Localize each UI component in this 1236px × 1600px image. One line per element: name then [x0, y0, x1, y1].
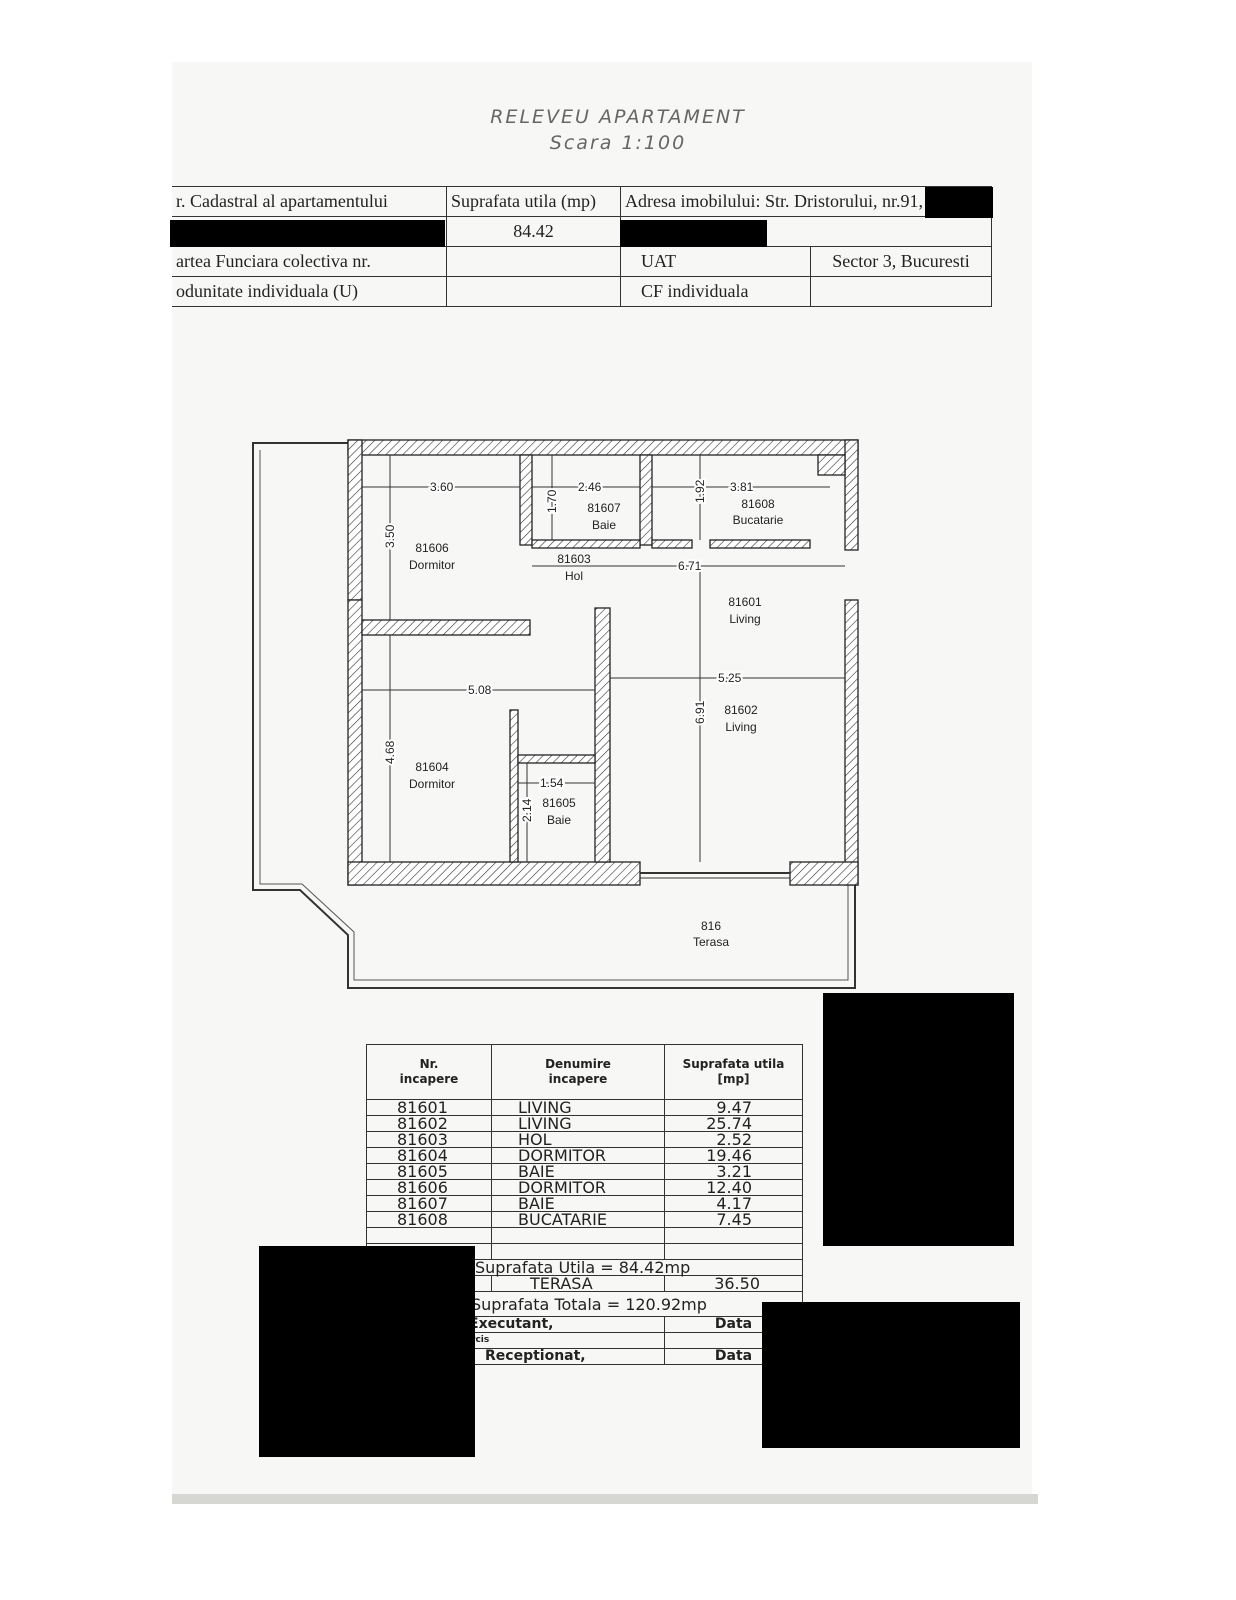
dim: 4.68: [383, 740, 397, 764]
redaction-box: [925, 187, 993, 218]
room-area: 7.45: [664, 1211, 803, 1228]
room-area: 4.17: [664, 1195, 803, 1212]
room-name: DORMITOR: [491, 1147, 665, 1164]
dim: 1.92: [693, 479, 707, 503]
room-name: BUCATARIE: [491, 1211, 665, 1228]
useful-area-total: Suprafata Utila = 84.42mp: [366, 1259, 803, 1276]
room-name: Living: [729, 612, 760, 626]
area-label: Suprafata utila (mp): [446, 186, 621, 217]
dim: 6.91: [693, 700, 707, 724]
dim: 1.70: [545, 489, 559, 513]
dim: 3.81: [730, 480, 754, 494]
room-nr: 81607: [366, 1195, 492, 1212]
room-nr: 81601: [366, 1099, 492, 1116]
uat-value: Sector 3, Bucuresti: [810, 246, 992, 277]
document-scale: Scara 1:100: [549, 132, 687, 154]
redaction-box: [259, 1246, 475, 1457]
room-labels: 81606 Dormitor 81607 Baie 81608 Bucatari…: [409, 497, 784, 949]
dim: 3.50: [383, 524, 397, 548]
col-header-name: Denumire incapere: [491, 1044, 665, 1100]
terrace-area: 36.50: [664, 1275, 803, 1292]
room-id: 816: [701, 919, 721, 933]
document-title: RELEVEU APARTAMENT: [490, 106, 746, 128]
room-name: Dormitor: [409, 558, 455, 572]
room-id: 81602: [724, 703, 758, 717]
room-name: Baie: [547, 813, 571, 827]
room-id: 81603: [557, 552, 591, 566]
redaction-box: [823, 993, 1014, 1246]
room-nr: 81604: [366, 1147, 492, 1164]
cf-individuala-label: CF individuala: [620, 276, 811, 307]
room-nr: 81606: [366, 1179, 492, 1196]
room-id: 81604: [415, 760, 449, 774]
dim: 6.71: [678, 559, 702, 573]
terrace-label: TERASA: [491, 1275, 665, 1292]
page-edge: [172, 1494, 1038, 1504]
dim: 1.54: [540, 776, 564, 790]
dim: 2.46: [578, 480, 602, 494]
room-name: Living: [725, 720, 756, 734]
room-id: 81608: [741, 497, 775, 511]
terrace-outline: [252, 442, 856, 989]
room-name: Hol: [565, 569, 583, 583]
dim: 3.60: [430, 480, 454, 494]
dim: 5.25: [718, 671, 742, 685]
cf-colectiva-label: artea Funciara colectiva nr.: [172, 246, 447, 277]
redaction-box: [762, 1302, 1020, 1448]
col-header-nr: Nr. incapere: [366, 1044, 492, 1100]
redaction-box: [170, 220, 445, 247]
room-id: 81606: [415, 541, 449, 555]
room-id: 81607: [587, 501, 621, 515]
room-name: Terasa: [693, 935, 729, 949]
room-name: DORMITOR: [491, 1179, 665, 1196]
room-id: 81601: [728, 595, 762, 609]
cadastral-label: r. Cadastral al apartamentului: [172, 186, 447, 217]
terrace-inner: [259, 450, 849, 981]
room-name: Baie: [592, 518, 616, 532]
dimension-labels: 3.60 2.46 3.81 3.50 1.70 1.92 6.71 5.08 …: [381, 477, 756, 824]
dim: 2.14: [520, 798, 534, 822]
col-header-area: Suprafata utila [mp]: [664, 1044, 803, 1100]
room-nr: 81602: [366, 1115, 492, 1132]
room-id: 81605: [542, 796, 576, 810]
unit-label: odunitate individuala (U): [172, 276, 447, 307]
room-nr: 81608: [366, 1211, 492, 1228]
room-name: Bucatarie: [733, 513, 784, 527]
dim: 5.08: [468, 683, 492, 697]
redaction-box: [620, 220, 767, 247]
room-name: Dormitor: [409, 777, 455, 791]
room-area: 12.40: [664, 1179, 803, 1196]
walls: [347, 439, 859, 886]
dimension-lines: [362, 455, 845, 862]
